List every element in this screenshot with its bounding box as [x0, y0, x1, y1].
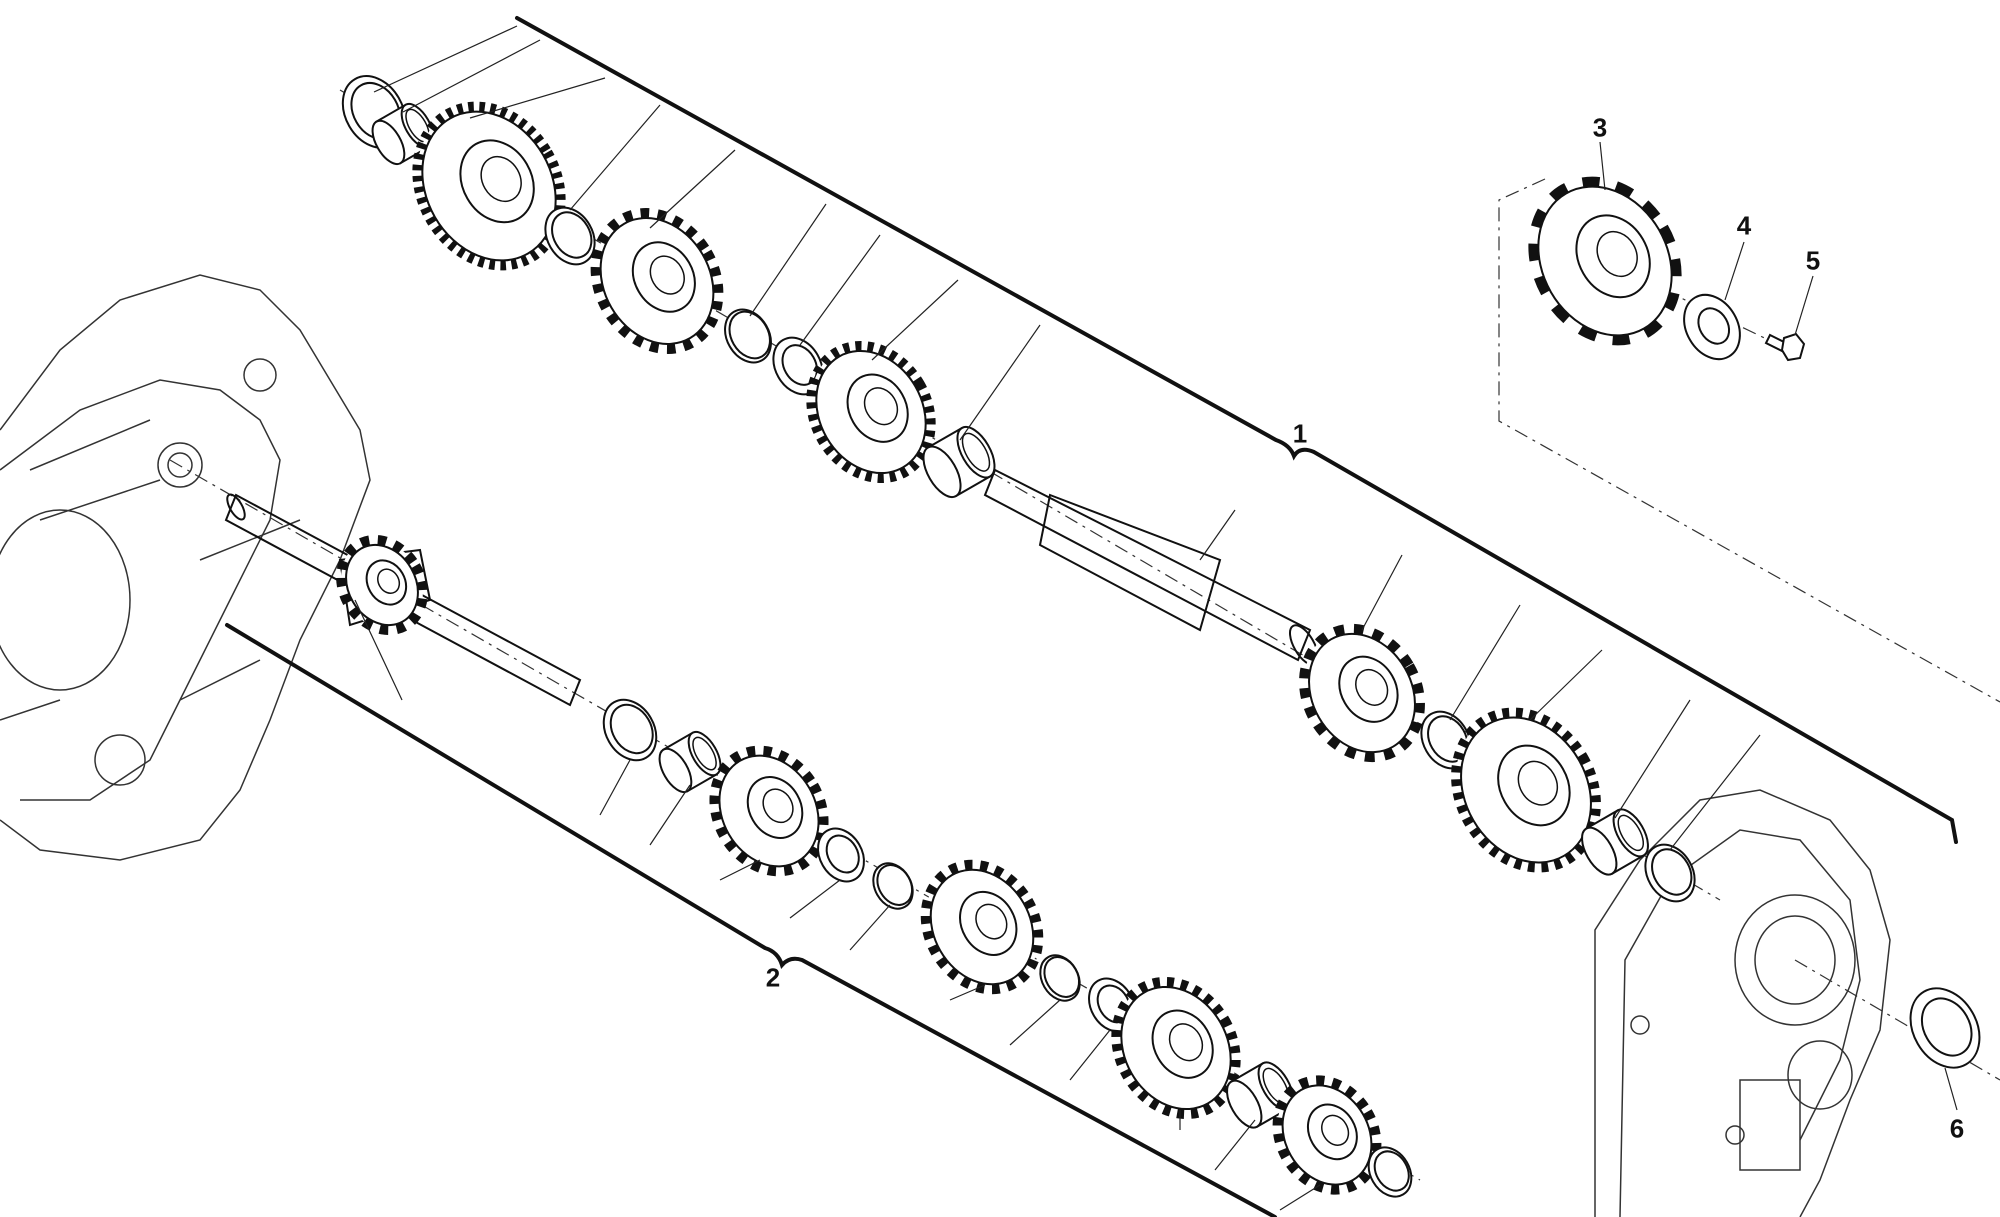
leader-line — [1449, 604, 1521, 721]
needle-bearing — [1226, 1061, 1294, 1129]
leader-line — [719, 859, 761, 881]
leader-line — [1614, 699, 1691, 819]
front-sprocket — [1528, 176, 1682, 346]
thrust-washer — [1367, 1146, 1413, 1198]
callout-5: 5 — [1805, 245, 1821, 276]
leader-line — [1199, 509, 1236, 561]
leader-line — [1009, 999, 1061, 1046]
circlip — [872, 862, 914, 910]
seal-axis — [1794, 959, 2000, 1081]
input-shaft-pinion — [336, 534, 428, 636]
sprocket-group-outline — [1498, 178, 2000, 703]
leader-line — [1214, 1119, 1256, 1171]
callout-2: 2 — [765, 962, 781, 993]
output-gear — [806, 340, 936, 484]
leader-line — [1279, 1184, 1321, 1211]
leader-line — [1794, 275, 1814, 336]
bracket-1 — [515, 16, 1958, 844]
right-crankcase — [1594, 789, 1891, 1217]
leader-line — [402, 39, 541, 113]
input-gear — [709, 745, 829, 877]
leader-line — [871, 279, 959, 361]
leader-line — [1724, 241, 1745, 301]
leader-line — [1069, 1029, 1111, 1081]
needle-bearing — [658, 730, 722, 794]
output-shaft — [983, 468, 1319, 666]
leader-line — [949, 984, 986, 1001]
oil-seal — [1909, 987, 1981, 1069]
leader-line — [569, 104, 661, 211]
leader-line — [1361, 554, 1403, 631]
sprocket-lock-washer — [1683, 293, 1741, 361]
leader-line — [1669, 734, 1761, 851]
leader-line — [749, 203, 827, 317]
leader-line — [649, 149, 736, 229]
leader-line — [789, 879, 841, 919]
needle-bearing — [922, 425, 996, 499]
output-gear — [590, 208, 724, 354]
leader-line — [354, 599, 403, 701]
callout-3: 3 — [1592, 112, 1608, 143]
leader-line — [1599, 141, 1606, 191]
input-gear — [1111, 976, 1241, 1120]
leader-line — [1944, 1067, 1958, 1111]
thrust-washer — [544, 206, 596, 266]
splined-washer — [817, 827, 865, 883]
needle-bearing — [1581, 808, 1649, 876]
left-crankcase — [0, 274, 371, 861]
circlip — [724, 308, 772, 364]
leader-line — [649, 784, 691, 846]
leader-line — [599, 759, 631, 816]
callout-4: 4 — [1736, 210, 1752, 241]
output-gear — [1299, 623, 1425, 763]
circlip — [1039, 954, 1081, 1002]
thrust-washer — [602, 698, 658, 762]
bracket-2 — [225, 623, 1277, 1217]
output-gear — [1451, 707, 1601, 873]
output-gear-large — [412, 101, 566, 271]
leader-line — [469, 77, 606, 119]
sprocket-bolt — [1764, 332, 1806, 362]
leader-line — [373, 25, 518, 93]
callout-1: 1 — [1292, 418, 1308, 449]
leader-line — [849, 904, 891, 951]
callout-6: 6 — [1949, 1113, 1965, 1144]
leader-line — [1529, 649, 1603, 721]
thrust-washer — [1644, 843, 1696, 903]
input-gear — [920, 859, 1044, 995]
leader-line — [799, 234, 881, 346]
leader-line — [959, 324, 1041, 441]
